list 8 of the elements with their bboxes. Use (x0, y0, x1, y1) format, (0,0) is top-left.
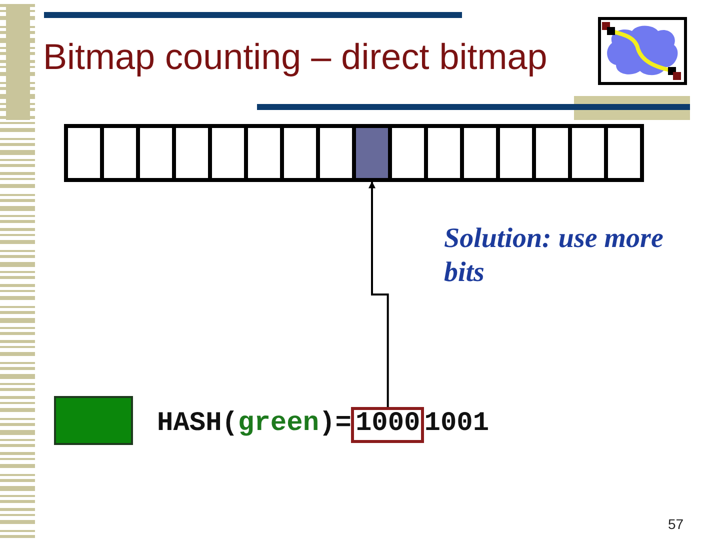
arrow (368, 181, 389, 407)
hash-bits: 1001 (424, 409, 490, 440)
slide-title: Bitmap counting – direct bitmap (43, 36, 548, 78)
hash-expression: HASH(green)= (157, 409, 352, 440)
solution-note: Solution: use more bits (444, 222, 664, 290)
highlighted-bits: 1000 (351, 407, 424, 443)
filled-square (54, 396, 133, 445)
page-number: 57 (668, 516, 684, 532)
